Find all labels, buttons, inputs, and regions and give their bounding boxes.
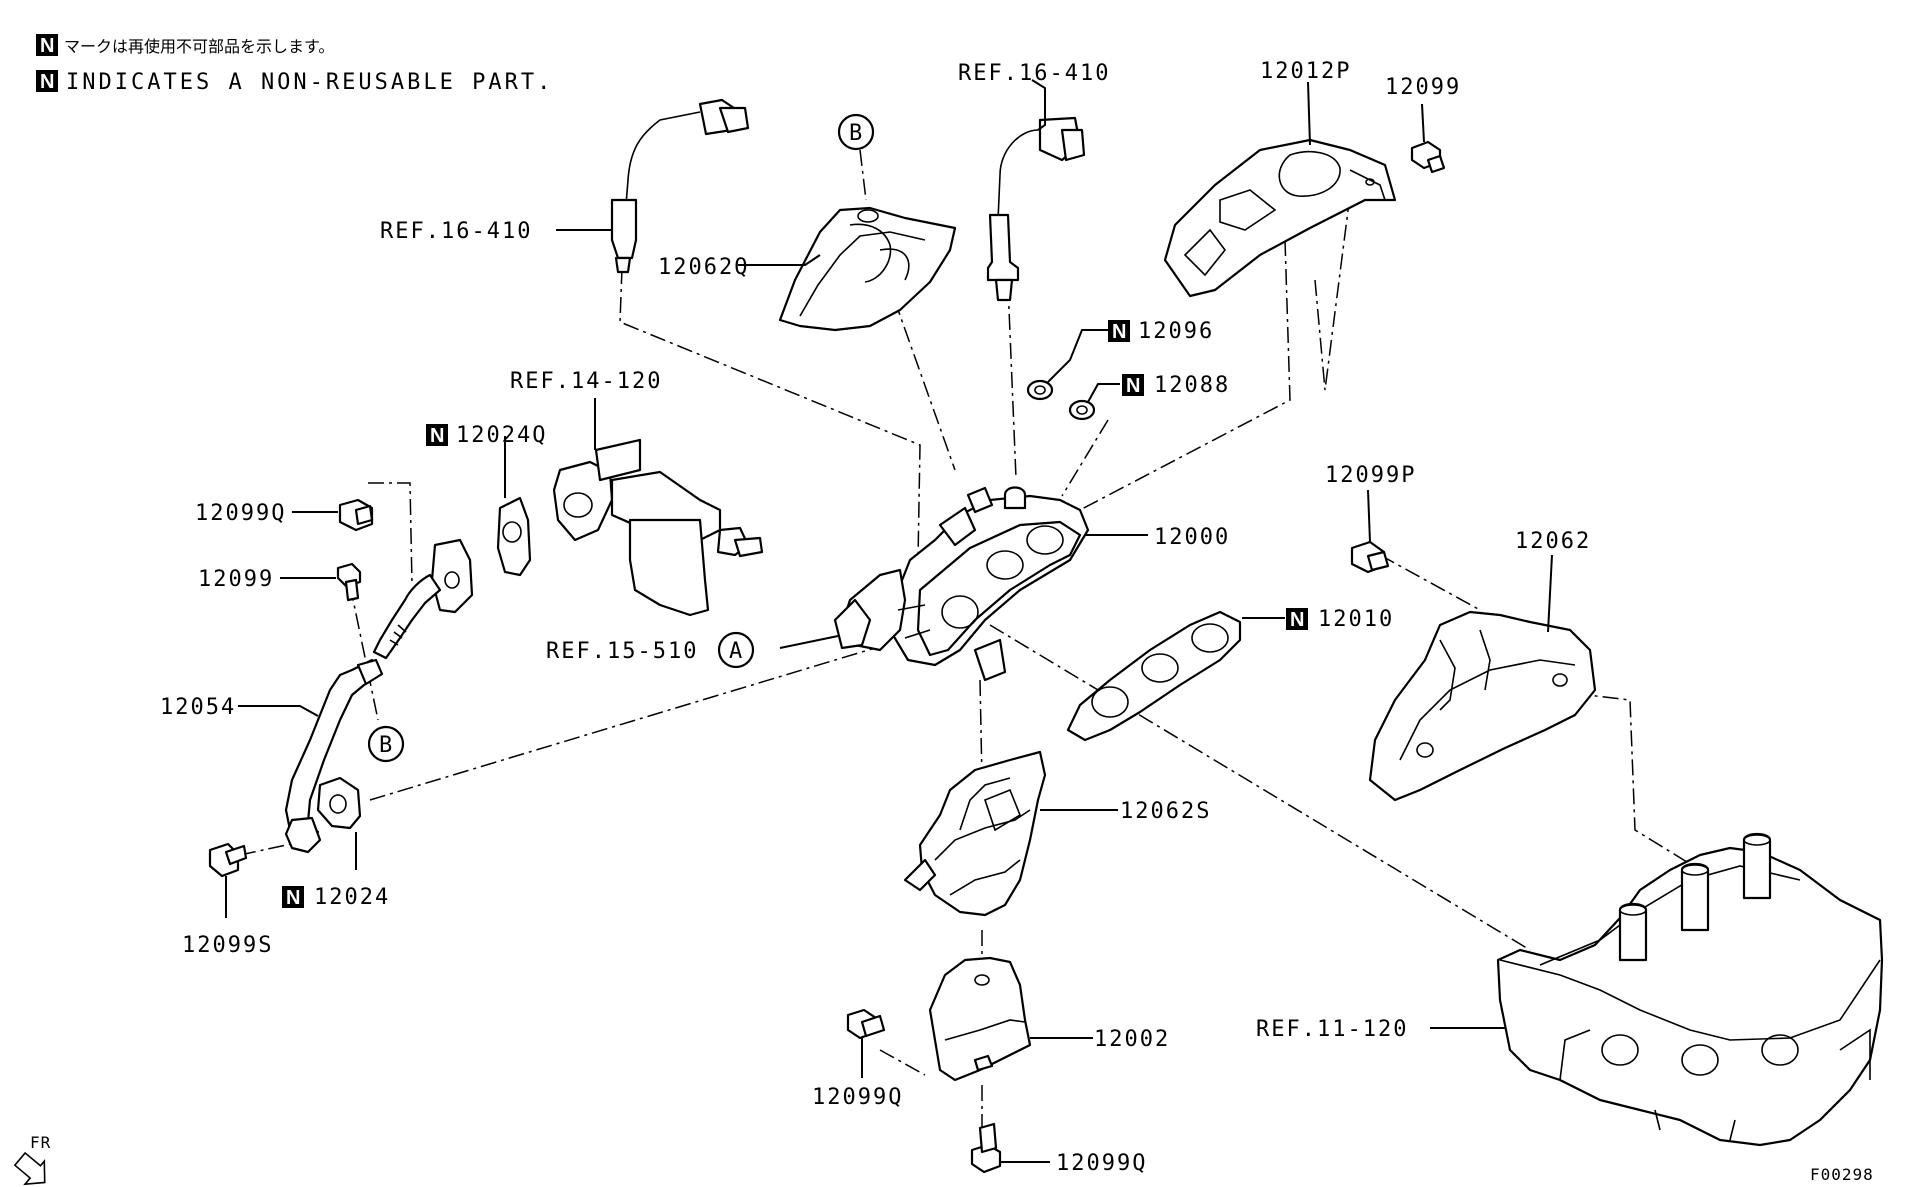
svg-text:B: B [849, 121, 864, 146]
egr-cooler[interactable] [552, 438, 764, 617]
gasket-12010[interactable] [1066, 610, 1242, 742]
callout-b-left: B [367, 725, 405, 763]
n-badge-icon [1122, 374, 1144, 396]
heat-shield-12062[interactable] [1368, 610, 1597, 802]
figure-code: F00298 [1810, 1165, 1874, 1184]
label-12012P: 12012P [1260, 59, 1351, 84]
svg-text:N: N [1112, 321, 1126, 343]
svg-text:N: N [1290, 609, 1304, 631]
exhaust-manifold-12000[interactable] [833, 486, 1090, 682]
n-badge-icon [426, 424, 448, 446]
label-12054: 12054 [160, 695, 236, 720]
svg-text:B: B [379, 733, 394, 758]
legend-english: INDICATES A NON-REUSABLE PART. [66, 70, 553, 95]
label-fr: FR [30, 1133, 51, 1152]
washer-12096[interactable] [1026, 379, 1054, 401]
label-12099Q-left: 12099Q [195, 501, 286, 526]
callout-b-top: B [837, 113, 875, 201]
bracket-12002[interactable] [928, 956, 1032, 1082]
label-12062: 12062 [1515, 529, 1591, 554]
label-12099Q-bottom: 12099Q [1056, 1151, 1147, 1176]
label-12000: 12000 [1154, 525, 1230, 550]
n-badge-icon [36, 70, 58, 92]
label-ref-15-510: REF.15-510 [546, 639, 698, 664]
label-ref-16-410-left: REF.16-410 [380, 219, 532, 244]
bolt-12099P[interactable] [1350, 540, 1390, 574]
legend: N マークは再使用不可部品を示します。 N INDICATES A NON-RE… [36, 34, 553, 95]
heat-shield-12062Q[interactable] [778, 206, 957, 332]
cylinder-head[interactable] [1496, 832, 1884, 1147]
svg-text:N: N [40, 71, 54, 93]
washer-12088[interactable] [1068, 399, 1096, 421]
label-ref-16-410-top: REF.16-410 [958, 61, 1110, 86]
label-12088: 12088 [1154, 373, 1230, 398]
svg-text:N: N [40, 35, 54, 57]
label-ref-11-120: REF.11-120 [1256, 1017, 1408, 1042]
bolt-12099Q-left[interactable] [338, 498, 374, 532]
label-12099-top: 12099 [1385, 75, 1461, 100]
label-12099S: 12099S [182, 933, 273, 958]
callout-a: A [717, 631, 755, 669]
label-12010: 12010 [1318, 607, 1394, 632]
label-12002: 12002 [1094, 1027, 1170, 1052]
label-12062S: 12062S [1120, 799, 1211, 824]
label-12062Q: 12062Q [658, 255, 749, 280]
n-badge-icon [36, 34, 58, 56]
egr-pipe-12054[interactable] [284, 538, 474, 854]
heat-shield-12062S[interactable] [903, 750, 1047, 917]
leader-lines [225, 79, 1553, 1163]
svg-text:N: N [286, 887, 300, 909]
gasket-12024[interactable] [316, 776, 362, 830]
bolt-12099-top[interactable] [1410, 140, 1446, 174]
n-badge-icon [1108, 320, 1130, 342]
svg-text:A: A [729, 639, 744, 664]
n-badge-icon [1286, 608, 1308, 630]
heat-shield-12012P[interactable] [1163, 138, 1397, 298]
front-arrow-icon [13, 1151, 46, 1186]
label-12099-left: 12099 [198, 567, 274, 592]
legend-japanese: マークは再使用不可部品を示します。 [64, 37, 334, 56]
gasket-12024Q[interactable] [496, 496, 532, 577]
label-12099P: 12099P [1325, 463, 1416, 488]
bolt-12099-left[interactable] [336, 562, 362, 602]
bolt-12099Q-bottom-left[interactable] [846, 1008, 886, 1040]
bolt-12099S[interactable] [208, 842, 248, 878]
label-ref-14-120: REF.14-120 [510, 369, 662, 394]
oxygen-sensor-right[interactable] [986, 116, 1086, 302]
label-12099Q-bottom-left: 12099Q [812, 1085, 903, 1110]
n-badge-icon [282, 886, 304, 908]
label-12024Q: 12024Q [456, 423, 547, 448]
oxygen-sensor-left[interactable] [610, 98, 750, 274]
assembly-lines [239, 194, 1701, 1130]
front-arrow: FR [13, 1133, 51, 1186]
label-12096: 12096 [1138, 319, 1214, 344]
svg-text:N: N [1126, 375, 1140, 397]
svg-text:N: N [430, 425, 444, 447]
label-12024: 12024 [314, 885, 390, 910]
bolt-12099Q-bottom[interactable] [970, 1122, 1002, 1174]
part-labels: REF.16-410 12012P 12099 REF.16-410 12062… [160, 59, 1591, 1176]
